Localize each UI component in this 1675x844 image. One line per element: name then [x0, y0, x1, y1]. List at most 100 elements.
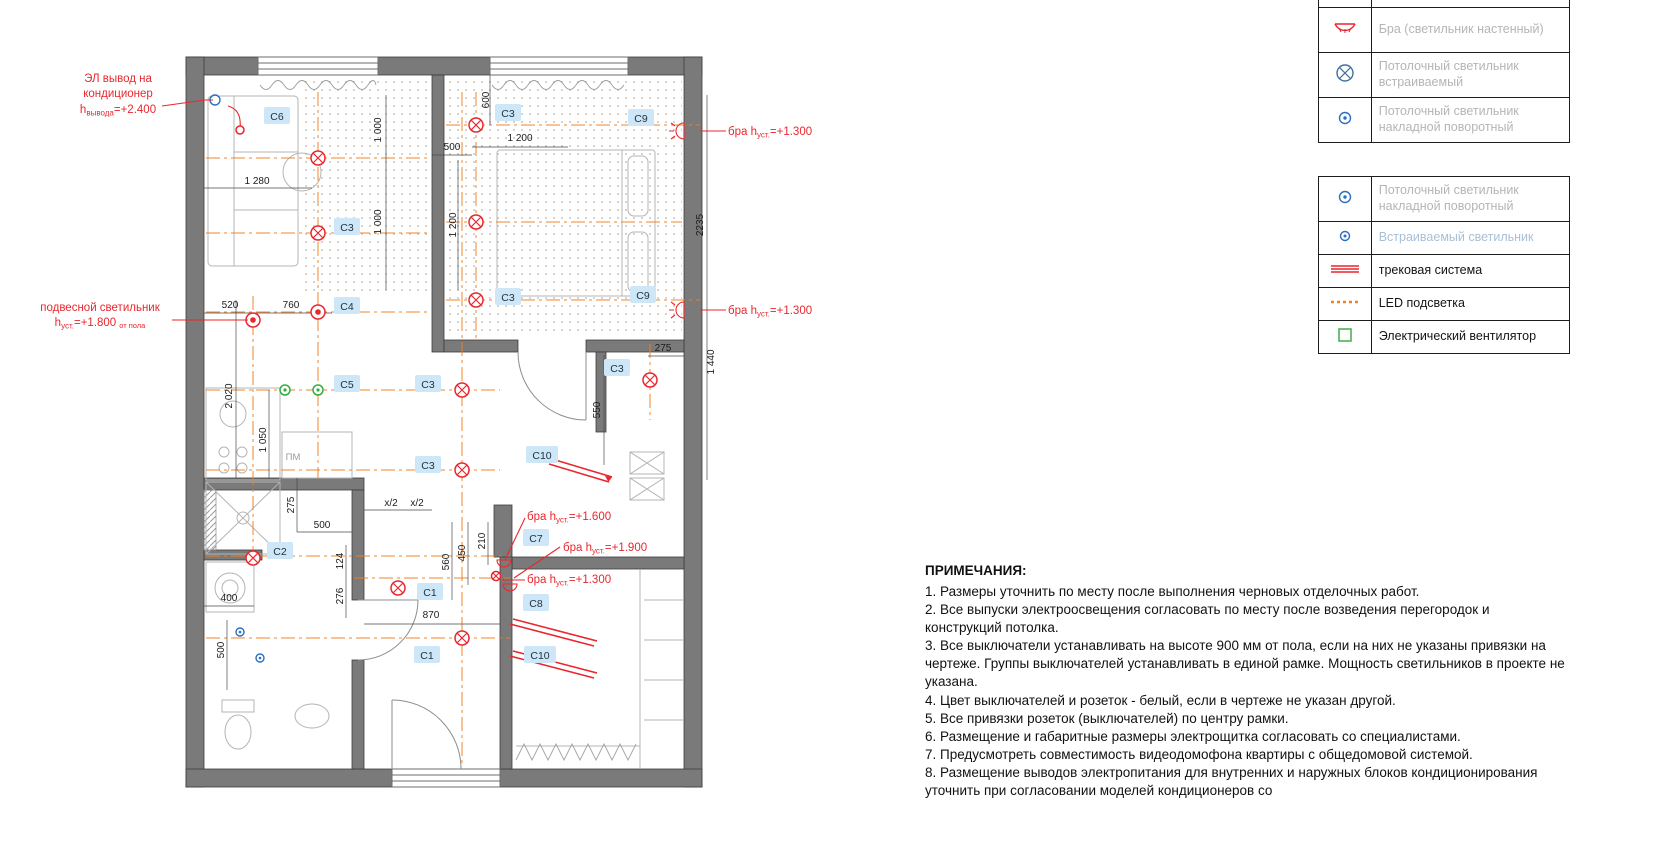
fixture-label: C3 [334, 218, 360, 235]
svg-text:C3: C3 [340, 222, 354, 234]
sconce-annotation: бра hуст.=+1.300 [728, 305, 812, 319]
fixture-label: C1 [417, 583, 443, 600]
svg-text:C10: C10 [532, 450, 551, 462]
svg-text:275: 275 [655, 343, 672, 354]
svg-text:x/2: x/2 [384, 498, 398, 509]
fixture-label: C3 [495, 288, 521, 305]
svg-text:124: 124 [335, 552, 346, 569]
legend-row: Потолочный светильник накладной поворотн… [1318, 97, 1571, 143]
svg-text:450: 450 [457, 544, 468, 561]
ac-annotation-line1: ЭЛ вывод на [84, 73, 152, 85]
note-item: 1. Размеры уточнить по месту после выпол… [925, 584, 1420, 600]
svg-text:600: 600 [481, 91, 492, 108]
svg-text:2235: 2235 [695, 213, 706, 236]
track-system-icon [1330, 264, 1359, 273]
fixture-label: C10 [526, 446, 558, 463]
legend-row: Встраиваемый светильник [1318, 221, 1571, 255]
svg-text:1 050: 1 050 [258, 427, 269, 452]
furniture [205, 95, 684, 769]
wall-sconce-icon [669, 301, 685, 319]
sconce-annotation: бра hуст.=+1.600 [527, 511, 611, 525]
ceiling-light-icon [468, 214, 484, 230]
svg-text:C3: C3 [501, 108, 515, 120]
legend-row-cutoff [1318, 0, 1571, 8]
svg-text:ПМ: ПМ [286, 452, 301, 463]
legend-label: Бра (светильник настенный) [1370, 7, 1571, 53]
fixture-label: C9 [628, 109, 654, 126]
ceiling-light-icon [468, 117, 484, 133]
legend-row: Потолочный светильник накладной поворотн… [1318, 176, 1571, 222]
svg-text:C1: C1 [420, 650, 434, 662]
surface-swivel-light-icon [1338, 111, 1352, 124]
legend-label: LED подсветка [1370, 287, 1571, 321]
ceiling-light-icon [454, 382, 470, 398]
fixture-labels: C6 C3 C9 C3 C3 C4 C9 C5 C3 C3 C3 C10 C2 … [264, 104, 656, 663]
ceiling-light-icon [245, 550, 261, 566]
svg-text:2 020: 2 020 [224, 383, 235, 408]
svg-text:550: 550 [592, 401, 603, 418]
legend-label: трековая система [1370, 254, 1571, 288]
ceiling-light-icon [642, 372, 658, 388]
wall-sconce-icon [669, 122, 685, 140]
note-item: 2. Все выпуски электроосвещения согласов… [925, 602, 1490, 636]
windows [257, 56, 629, 788]
sconce-annotation: бра hуст.=+1.300 [728, 126, 812, 140]
svg-text:C5: C5 [340, 379, 354, 391]
ac-annotation-line2: кондиционер [83, 88, 153, 100]
svg-text:C3: C3 [421, 460, 435, 472]
wall-sconce-icon [502, 583, 518, 592]
svg-text:1 440: 1 440 [706, 349, 717, 374]
fixture-label: C9 [630, 286, 656, 303]
ac-cable [227, 105, 241, 129]
fixtures [209, 94, 685, 663]
sconce-icon [1334, 22, 1356, 33]
svg-text:1 200: 1 200 [507, 133, 532, 144]
recessed-spot-light-icon [1339, 230, 1351, 241]
svg-text:C2: C2 [273, 546, 287, 558]
svg-text:1 000: 1 000 [373, 117, 384, 142]
svg-text:520: 520 [222, 300, 239, 311]
sconce-annotation: бра hуст.=+1.300 [527, 574, 611, 588]
notes-title: ПРИМЕЧАНИЯ: [925, 563, 1027, 578]
fixture-label: C7 [523, 529, 549, 546]
svg-text:C1: C1 [423, 587, 437, 599]
legend-row: LED подсветка [1318, 287, 1571, 321]
fixture-label: C1 [414, 646, 440, 663]
ceiling-light-icon [454, 630, 470, 646]
sconce-annotation: бра hуст.=+1.900 [563, 542, 647, 556]
pendant-light-icon [310, 304, 326, 320]
note-item: 8. Размещение выводов электропитания для… [925, 764, 1538, 798]
svg-text:560: 560 [441, 553, 452, 570]
fixture-label: C6 [264, 107, 290, 124]
svg-text:C9: C9 [636, 290, 650, 302]
fan-light-icon [279, 384, 291, 396]
legend-label: Встраиваемый светильник [1370, 221, 1571, 255]
recessed-ceiling-light-icon [1336, 63, 1354, 82]
ceiling-light-icon [310, 225, 326, 241]
ceiling-light-icon [310, 150, 326, 166]
svg-text:276: 276 [335, 587, 346, 604]
annotations: ЭЛ вывод на кондиционер hвывода=+2.400 п… [40, 73, 812, 588]
svg-text:1 280: 1 280 [244, 176, 269, 187]
ac-hook-icon [235, 125, 245, 135]
legend-row: Потолочный светильник встраиваемый [1318, 52, 1571, 98]
note-item: 7. Предусмотреть совместимость видеодомо… [925, 746, 1473, 762]
ceiling-light-icon [468, 292, 484, 308]
spot-light-icon [235, 627, 245, 637]
electric-fan-icon [1338, 327, 1352, 342]
note-item: 5. Все привязки розеток (выключателей) п… [925, 710, 1289, 726]
svg-text:500: 500 [314, 520, 331, 531]
fan-light-icon [312, 384, 324, 396]
svg-text:1 200: 1 200 [448, 212, 459, 237]
legend-table-bottom: Потолочный светильник накладной поворотн… [1318, 176, 1571, 354]
pendant-annotation-line1: подвесной светильник [40, 302, 160, 314]
fixture-label: C10 [524, 646, 556, 663]
svg-text:C9: C9 [634, 113, 648, 125]
svg-text:500: 500 [444, 142, 461, 153]
svg-text:210: 210 [477, 532, 488, 549]
fixture-label: C4 [334, 297, 360, 314]
fixture-label: C3 [415, 456, 441, 473]
led-strip-icon [1330, 300, 1359, 303]
svg-text:C3: C3 [610, 363, 624, 375]
